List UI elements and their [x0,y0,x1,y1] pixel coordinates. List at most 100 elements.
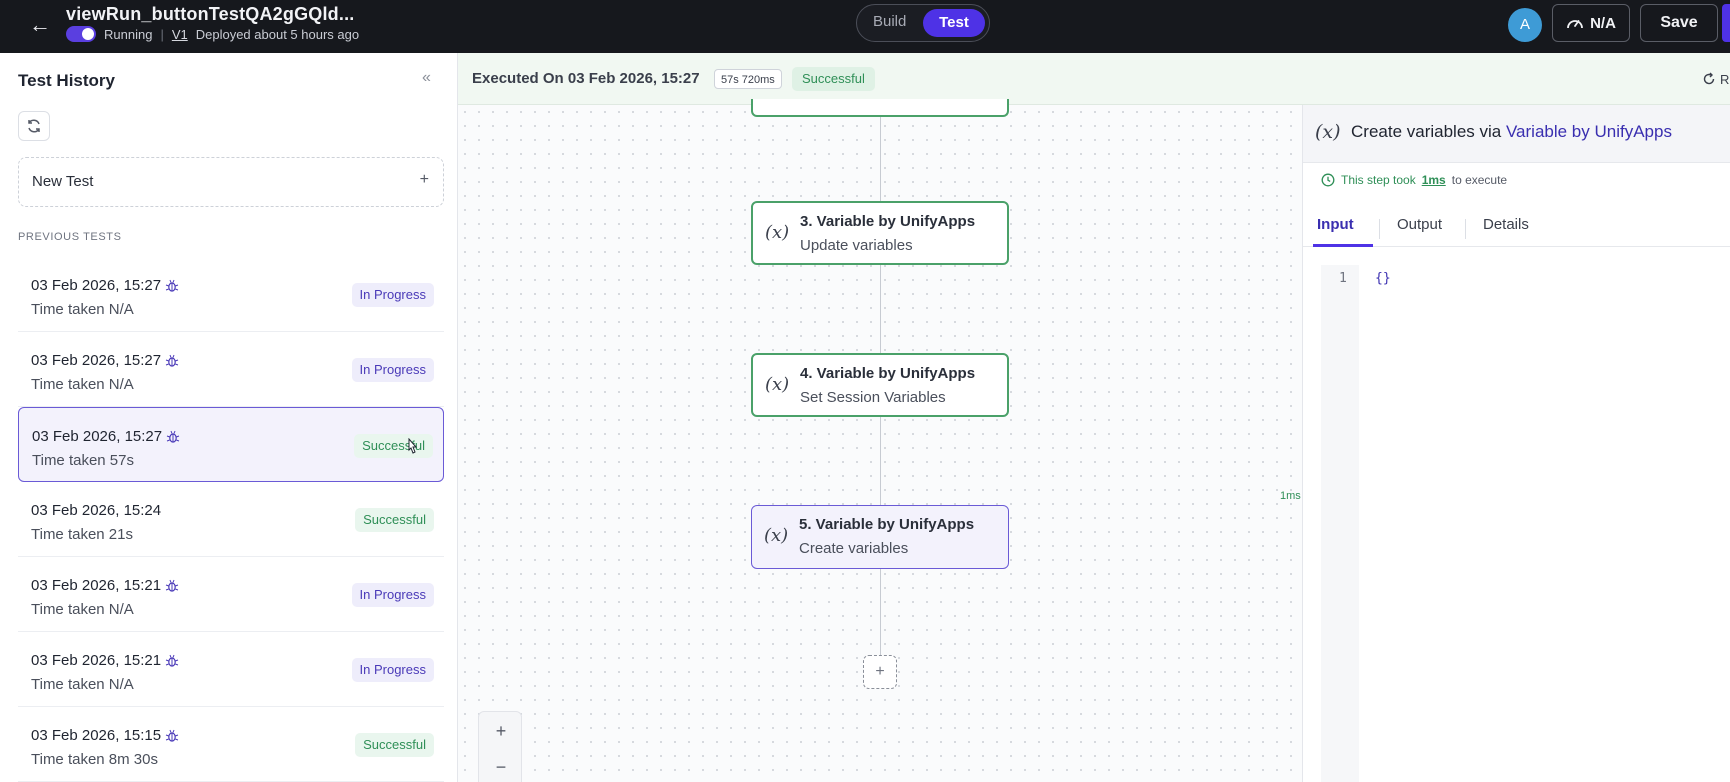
rerun-button[interactable]: R [1702,68,1730,90]
variable-icon: (x) [765,374,790,395]
user-avatar[interactable]: A [1508,8,1542,42]
variable-icon: (x) [1315,121,1341,143]
test-time-taken: Time taken N/A [31,301,134,318]
connector-line [880,117,881,207]
line-number-gutter: 1 [1321,265,1359,782]
test-date: 03 Feb 2026, 15:27 [31,277,179,294]
connector-link[interactable]: Variable by UnifyApps [1505,122,1672,141]
workflow-status-row: Running | V1 Deployed about 5 hours ago [66,26,359,42]
zoom-in-button[interactable]: + [495,721,507,741]
step-node-5[interactable]: 1ms (x) 5. Variable by UnifyApps Create … [751,490,1331,569]
test-mode-button[interactable]: Test [923,9,985,37]
line-number: 1 [1339,271,1347,286]
note-suffix: to execute [1451,173,1508,187]
test-history-item[interactable]: 03 Feb 2026, 15:15 Time taken 8m 30s Suc… [18,707,444,782]
step-title: 5. Variable by UnifyApps [799,516,975,533]
deployed-label: Deployed about 5 hours ago [195,26,360,42]
tab-divider [1465,219,1466,239]
code-content: {} [1375,271,1391,286]
bug-icon [165,354,179,367]
test-time-taken: Time taken 57s [32,452,134,469]
mouse-pointer-icon [408,438,418,454]
tab-divider [1379,219,1380,239]
input-code-editor[interactable]: 1 {} [1321,265,1730,782]
step-duration: 1ms [1280,490,1301,502]
test-date-text: 03 Feb 2026, 15:24 [31,502,162,519]
previous-tests-list: 03 Feb 2026, 15:27 Time taken N/A In Pro… [18,257,444,782]
new-test-button[interactable]: New Test + [18,157,444,207]
note-duration: 1ms [1421,173,1446,187]
top-bar: ← viewRun_buttonTestQA2gGQld... Running … [0,0,1730,53]
bug-icon [165,579,179,592]
connector-line [880,569,881,655]
sidebar-title: Test History [18,71,115,90]
mode-switch: Build Test [856,4,990,42]
step-node-4[interactable]: (x) 4. Variable by UnifyApps Set Session… [751,353,1009,417]
rerun-label: R [1720,71,1730,87]
test-date: 03 Feb 2026, 15:27 [32,428,180,445]
collapse-sidebar-icon[interactable]: « [422,69,431,86]
plus-icon: + [419,171,429,188]
back-arrow-icon[interactable]: ← [29,12,51,37]
workflow-canvas[interactable]: (x) 3. Variable by UnifyApps Update vari… [458,99,1331,782]
variable-icon: (x) [765,222,790,243]
workflow-title: viewRun_buttonTestQA2gGQld... [66,4,355,24]
speedometer-icon [1567,20,1583,29]
save-button[interactable]: Save [1640,4,1718,42]
test-history-item[interactable]: 03 Feb 2026, 15:24 Time taken 21s Succes… [18,482,444,557]
running-status-label: Running [104,26,153,42]
bug-icon [165,729,179,742]
panel-tabs: Input Output Details [1303,207,1730,247]
previous-step-node[interactable] [751,99,1009,117]
executed-on-label: Executed On 03 Feb 2026, 15:27 [472,70,700,87]
test-date-text: 03 Feb 2026, 15:21 [31,652,162,669]
test-time-taken: Time taken N/A [31,376,134,393]
zoom-controls: + − [478,711,522,782]
build-mode-button[interactable]: Build [873,13,907,30]
panel-header: (x) Create variables via Variable by Uni… [1303,105,1730,163]
refresh-button[interactable] [18,111,50,141]
running-toggle[interactable] [66,26,96,42]
panel-title-prefix: Create variables via [1351,122,1506,141]
publish-button-edge[interactable] [1722,4,1730,42]
tab-details[interactable]: Details [1483,216,1529,233]
test-date-text: 03 Feb 2026, 15:27 [31,352,162,369]
step-title: 3. Variable by UnifyApps [800,213,976,230]
test-date-text: 03 Feb 2026, 15:15 [31,727,162,744]
step-node-3[interactable]: (x) 3. Variable by UnifyApps Update vari… [751,201,1009,265]
execution-status-badge: Successful [792,67,875,91]
step-title: 4. Variable by UnifyApps [800,365,976,382]
tab-output[interactable]: Output [1397,216,1443,233]
rerun-icon [1703,72,1715,85]
tab-input[interactable]: Input [1317,216,1354,233]
status-badge: In Progress [351,658,434,682]
test-history-item-selected[interactable]: 03 Feb 2026, 15:27 Time taken 57s Succes… [18,407,444,482]
test-time-taken: Time taken N/A [31,601,134,618]
zoom-out-button[interactable]: − [495,757,507,777]
version-link[interactable]: V1 [171,26,188,42]
clock-icon [1321,173,1335,187]
new-test-label: New Test [32,173,94,190]
active-tab-indicator [1313,244,1373,247]
test-date-text: 03 Feb 2026, 15:21 [31,577,162,594]
execution-duration-badge: 57s 720ms [714,69,782,89]
performance-value: N/A [1590,14,1616,32]
test-time-taken: Time taken N/A [31,676,134,693]
status-badge: In Progress [351,583,434,607]
test-history-item[interactable]: 03 Feb 2026, 15:21 Time taken N/A In Pro… [18,557,444,632]
test-date: 03 Feb 2026, 15:24 [31,502,161,519]
bug-icon [165,279,179,292]
status-badge: In Progress [351,358,434,382]
status-separator: | [160,26,164,42]
test-date-text: 03 Feb 2026, 15:27 [32,428,163,445]
test-history-item[interactable]: 03 Feb 2026, 15:27 Time taken N/A In Pro… [18,257,444,332]
test-history-item[interactable]: 03 Feb 2026, 15:21 Time taken N/A In Pro… [18,632,444,707]
bug-icon [165,654,179,667]
test-date-text: 03 Feb 2026, 15:27 [31,277,162,294]
panel-title: Create variables via Variable by UnifyAp… [1351,122,1672,142]
test-history-item[interactable]: 03 Feb 2026, 15:27 Time taken N/A In Pro… [18,332,444,407]
add-step-button[interactable]: + [863,655,897,689]
test-date: 03 Feb 2026, 15:21 [31,577,179,594]
status-badge: Successful [354,434,433,458]
performance-button[interactable]: N/A [1552,4,1630,42]
